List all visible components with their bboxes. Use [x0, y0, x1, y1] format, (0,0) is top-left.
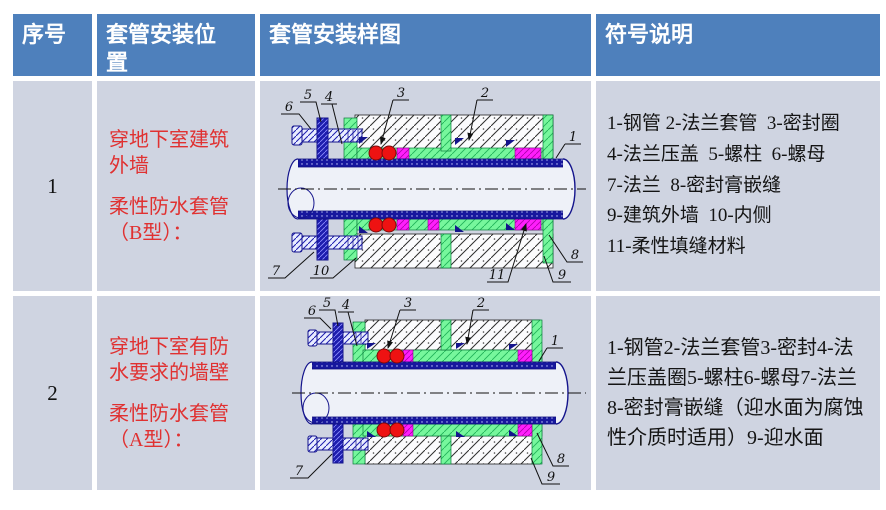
col-header-diagram: 套管安装样图: [260, 14, 591, 76]
sleeve-installation-table: 序号 套管安装位置 套管安装样图 符号说明 1 穿地下室建筑外墙 柔性防水套管（…: [13, 14, 880, 490]
callout-label: 8: [571, 248, 579, 263]
installation-diagram-type-b: 6 5 4 3 2 1 7 10 11: [268, 86, 586, 283]
row1-diagram-cell: 6 5 4 3 2 1 7 10 11: [260, 81, 591, 291]
callout-label: 1: [551, 334, 559, 349]
col-header-legend: 符号说明: [596, 14, 880, 76]
row2-position-line1: 穿地下室有防水要求的墙壁: [109, 335, 229, 384]
row1-legend: 1-钢管 2-法兰套管 3-密封圈 4-法兰压盖 5-螺柱 6-螺母 7-法兰 …: [596, 81, 880, 291]
callout-label: 11: [489, 268, 506, 283]
callout-label: 7: [272, 264, 281, 279]
weld-marks: [367, 343, 518, 437]
callouts: 6 5 4 3 2 1 7 8 9: [290, 296, 569, 485]
row1-position-line1: 穿地下室建筑外墙: [109, 128, 229, 177]
col-header-position: 套管安装位置: [97, 14, 255, 76]
sealant-paste: [402, 349, 533, 437]
row1-index: 1: [13, 81, 92, 291]
callout-label: 9: [558, 268, 566, 283]
callout-label: 4: [341, 298, 350, 313]
flange-sleeve: [343, 114, 554, 268]
callout-label: 2: [476, 296, 485, 311]
row2-position: 穿地下室有防水要求的墙壁 柔性防水套管（A型）：: [97, 296, 255, 490]
callout-label: 8: [557, 452, 565, 467]
callout-label: 4: [324, 90, 333, 105]
callout-label: 2: [480, 86, 489, 101]
callout-label: 10: [313, 264, 330, 279]
callout-label: 1: [569, 130, 577, 145]
row1-position-line2: 柔性防水套管（B型）：: [109, 195, 229, 244]
row2-legend: 1-钢管2-法兰套管3-密封4-法兰压盖圈5-螺柱6-螺母7-法兰8-密封膏嵌缝…: [596, 296, 880, 490]
callout-label: 3: [404, 296, 412, 311]
callout-label: 5: [304, 88, 312, 103]
callout-label: 7: [295, 464, 304, 479]
callout-label: 6: [285, 100, 293, 115]
callout-label: 5: [323, 296, 331, 311]
row1-legend-text: 1-钢管 2-法兰套管 3-密封圈 4-法兰压盖 5-螺柱 6-螺母 7-法兰 …: [607, 113, 840, 258]
col-header-index: 序号: [13, 14, 92, 76]
callout-label: 9: [547, 470, 555, 485]
row2-position-line2: 柔性防水套管（A型）：: [109, 402, 229, 451]
installation-diagram-type-a: 6 5 4 3 2 1 7 8 9: [290, 296, 586, 485]
row2-legend-text: 1-钢管2-法兰套管3-密封4-法兰压盖圈5-螺柱6-螺母7-法兰8-密封膏嵌缝…: [607, 337, 864, 449]
callout-label: 6: [308, 304, 316, 319]
flange-bolt-assembly: [307, 322, 369, 464]
row2-index: 2: [13, 296, 92, 490]
row2-diagram-cell: 6 5 4 3 2 1 7 8 9: [260, 296, 591, 490]
callout-label: 3: [397, 86, 405, 101]
callouts: 6 5 4 3 2 1 7 10 11: [268, 86, 583, 283]
row1-position: 穿地下室建筑外墙 柔性防水套管（B型）：: [97, 81, 255, 291]
flange-bolt-assembly: [291, 117, 363, 260]
